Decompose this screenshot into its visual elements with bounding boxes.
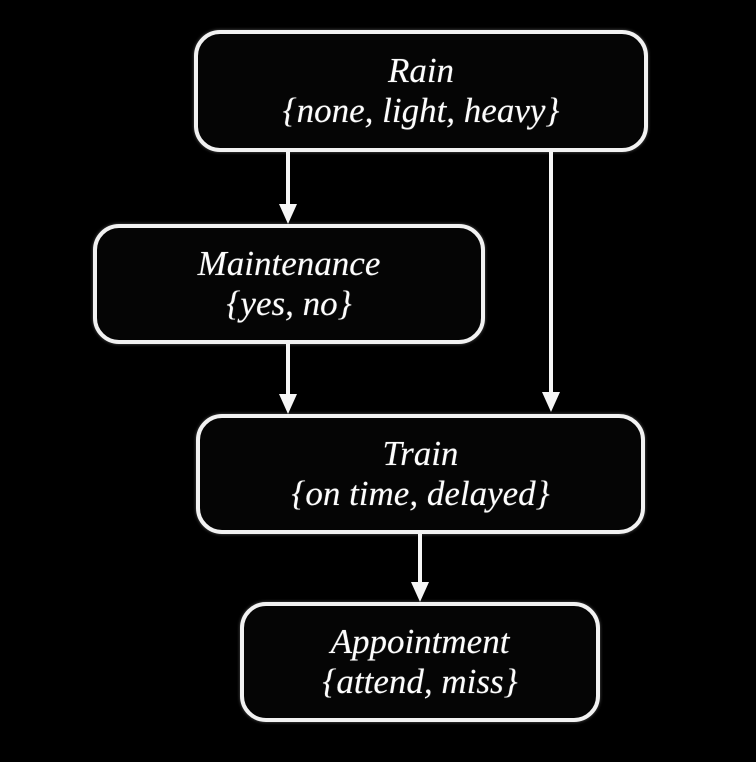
arrowhead-icon [279, 394, 297, 414]
edge-rain-to-train [542, 152, 560, 412]
node-maintenance-states: {yes, no} [226, 284, 352, 323]
node-train[interactable]: Train {on time, delayed} [196, 414, 645, 534]
node-rain-label: Rain [387, 51, 455, 91]
arrowhead-icon [542, 392, 560, 412]
node-rain[interactable]: Rain {none, light, heavy} [194, 30, 648, 152]
edge-maintenance-to-train [279, 344, 297, 414]
node-train-states: {on time, delayed} [291, 474, 550, 513]
arrowhead-icon [279, 204, 297, 224]
node-maintenance[interactable]: Maintenance {yes, no} [93, 224, 485, 344]
edge-rain-to-maintenance [279, 152, 297, 224]
node-appointment-states: {attend, miss} [322, 662, 518, 701]
node-appointment[interactable]: Appointment {attend, miss} [240, 602, 600, 722]
node-appointment-label: Appointment [330, 622, 510, 662]
edge-train-to-appointment [411, 534, 429, 602]
node-rain-states: {none, light, heavy} [282, 91, 560, 130]
node-maintenance-label: Maintenance [197, 244, 381, 284]
node-train-label: Train [382, 434, 459, 474]
arrowhead-icon [411, 582, 429, 602]
